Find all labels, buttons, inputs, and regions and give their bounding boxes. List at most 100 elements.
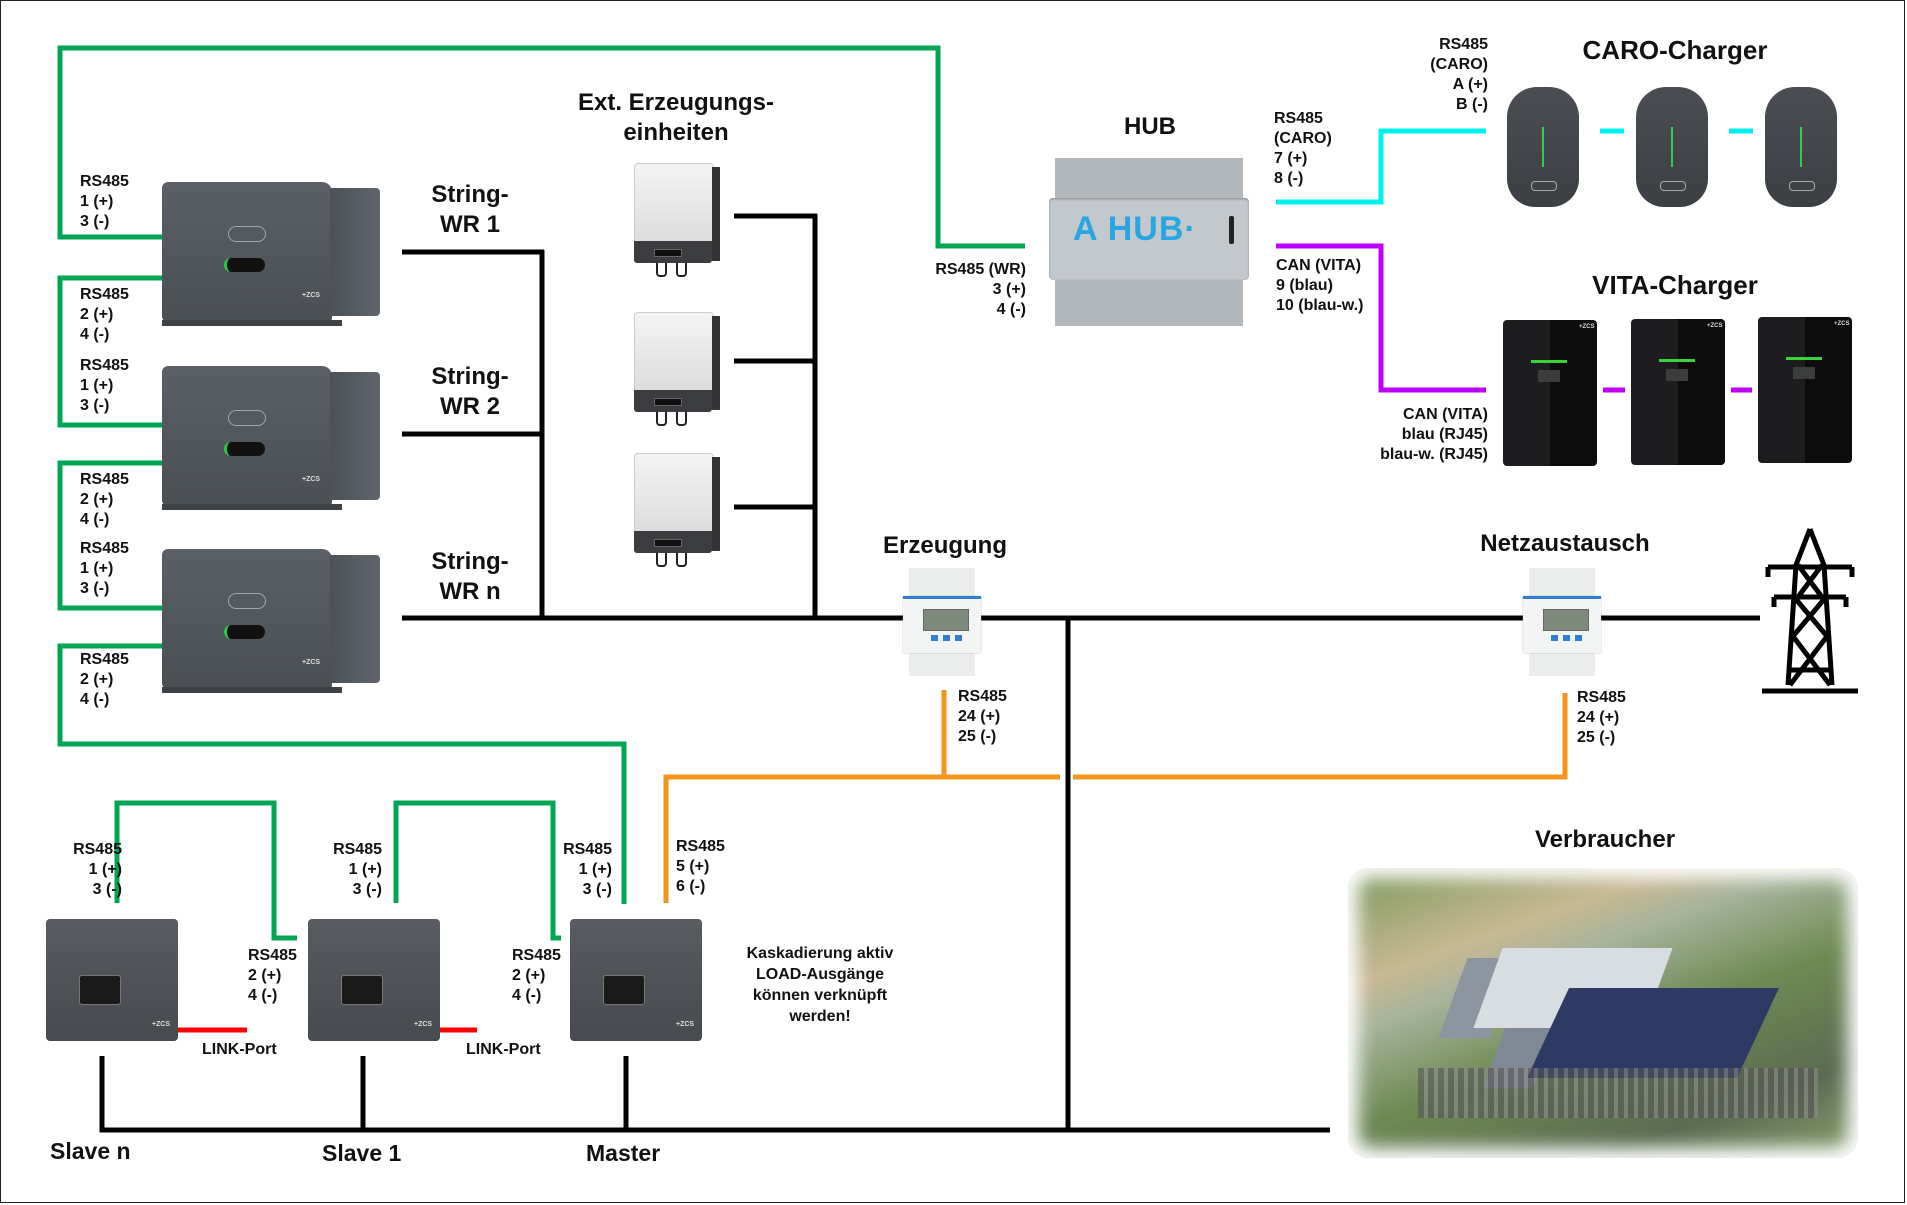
azzurro-logo-icon [1531,181,1557,191]
vita-charger-title: VITA-Charger [1592,270,1758,300]
meter-generation-title: Erzeugung [883,532,1007,559]
port-minus: 8 (-) [1274,170,1304,187]
label-line: String- [431,548,509,575]
port-title: RS485 [80,471,129,488]
azzurro-logo-icon [228,593,266,609]
meter-grid-port-label: RS485 24 (+) 25 (-) [1577,688,1626,748]
hybrid-inverter-slave-n: +ZCS [46,913,186,1043]
port-plus: 2 (+) [512,967,546,984]
display-icon [224,442,265,456]
port-title: RS485 [512,947,561,964]
port-plus: 24 (+) [958,708,1001,725]
port-minus: 4 (-) [80,691,110,708]
note-line: werden! [789,1008,851,1025]
port-plus: 2 (+) [80,671,114,688]
power-pylon-icon [1762,528,1858,694]
display-icon [341,975,383,1005]
port-subtitle: (CARO) [1274,130,1332,147]
display-icon [224,625,265,639]
label-line: String- [431,181,509,208]
port-minus: 3 (-) [582,881,612,898]
port-title: RS485 [80,173,129,190]
azzurro-logo-icon [1660,181,1686,191]
port-minus: blau-w. (RJ45) [1380,446,1488,463]
port-plus: 24 (+) [1577,709,1620,726]
port-plus: 1 (+) [348,861,382,878]
hub-device: A HUB· [1049,158,1249,326]
port-title: RS485 (WR) [935,261,1026,278]
wire-can-vita [1276,243,1486,393]
hub-device-text: A HUB· [1073,210,1197,248]
wire-rs485-meter-grid [1073,693,1568,780]
hub-caro-port-label: RS485(CARO)7 (+)8 (-) [1274,109,1332,189]
slave-n-label: Slave n [50,1138,131,1164]
port-title: RS485 [80,651,129,668]
string-inverter-1: +ZCS [162,178,382,328]
port-plus: 5 (+) [676,858,710,875]
hub-vita-port-label: CAN (VITA)9 (blau)10 (blau-w.) [1276,256,1363,316]
hybrid-inverter-master: +ZCS [570,913,710,1043]
rs485-label-wrn-out: RS485 2 (+) 4 (-) [80,650,129,710]
port-plus: blau (RJ45) [1401,426,1488,443]
port-plus: 9 (blau) [1276,277,1333,294]
link-port-label-2: LINK-Port [466,1041,541,1058]
port-minus: 25 (-) [1577,729,1616,746]
port-title: RS485 [80,357,129,374]
wire-rs485-wr1-to-wr2 [57,275,163,428]
label-line: WR 1 [440,211,500,238]
azzurro-logo-icon [1789,181,1815,191]
string-inverter-n: +ZCS [162,545,382,695]
port-minus: 25 (-) [958,728,997,745]
azzurro-logo-icon [228,410,266,426]
port-subtitle: (CARO) [1430,56,1488,73]
display-icon [224,258,265,272]
port-minus: 10 (blau-w.) [1276,297,1364,314]
string-wr1-label: String- WR 1 [420,180,520,240]
wire-rs485-caro [1276,128,1486,205]
port-minus: 3 (-) [80,397,110,414]
note-line: können verknüpft [752,987,888,1004]
port-minus: 3 (-) [80,213,110,230]
wire-rs485-slaven-to-slave1 [114,800,297,941]
string-wr2-label: String-WR 2 [420,362,520,422]
azzurro-logo-icon [228,226,266,242]
port-plus: 1 (+) [88,861,122,878]
port-title: RS485 [1577,689,1626,706]
power-line-hybrid-bus [99,1056,1330,1133]
string-inverter-2: +ZCS [162,362,382,512]
display-icon [79,975,121,1005]
ext-inverter-2 [634,312,724,426]
port-minus: 6 (-) [676,878,706,895]
ext-inverter-1 [634,163,724,277]
rs485-label-wr2-out: RS485 2 (+) 4 (-) [80,470,129,530]
wire-rs485-hub-to-stringwr1 [57,45,1025,249]
port-title: RS485 [1439,36,1488,53]
wire-rs485-wr2-to-wrn [57,460,163,611]
hub-title: HUB [1124,113,1176,140]
hybrid-inverter-slave-1: +ZCS [308,913,448,1043]
wire-rs485-slave1-to-master [393,800,561,941]
port-title: RS485 [676,838,725,855]
meter-generation [903,568,981,676]
port-plus: 2 (+) [80,306,114,323]
meter-grid [1523,568,1601,676]
port-plus: 2 (+) [80,491,114,508]
caro-port-label: RS485(CARO)A (+)B (-) [1380,35,1488,115]
port-plus: 1 (+) [578,861,612,878]
port-minus: 4 (-) [512,987,542,1004]
ext-generation-title: Ext. Erzeugungs-einheiten [556,88,796,148]
port-minus: 4 (-) [80,511,110,528]
vita-charger-3: +ZCS [1758,317,1852,463]
port-title: CAN (VITA) [1402,406,1488,423]
master-rs485-out-label: RS485 2 (+) 4 (-) [512,946,561,1006]
caro-charger-1 [1507,87,1579,207]
port-minus: 3 (-) [352,881,382,898]
